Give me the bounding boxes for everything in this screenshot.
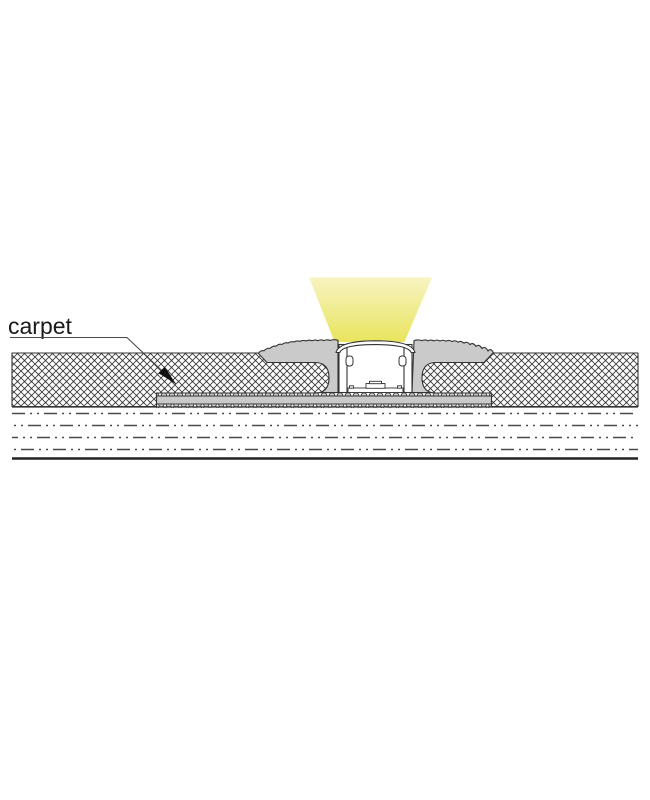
led-channel <box>335 340 416 394</box>
diffuser-dome <box>335 340 416 354</box>
channel-hook-left <box>345 355 354 367</box>
base-plate-top-bumps <box>156 392 491 397</box>
profile-base-plate <box>154 392 493 409</box>
led-chip-top <box>369 380 382 385</box>
led-strip-clip-left <box>349 385 354 389</box>
base-plate-bottom-teeth <box>156 404 491 409</box>
subfloor-hatch <box>12 412 638 451</box>
carpet-label: carpet <box>8 313 73 339</box>
channel-hook-right <box>398 355 407 367</box>
led-chip <box>365 383 386 389</box>
carpet-leader-line <box>10 336 177 385</box>
base-plate-body <box>154 395 493 405</box>
carpet-right <box>421 352 639 408</box>
light-beam <box>309 277 432 343</box>
led-strip <box>347 380 404 393</box>
led-strip-clip-right <box>397 385 402 389</box>
carpet-annotation: carpet <box>8 313 177 385</box>
carpet-leader-arrowhead <box>158 366 176 384</box>
